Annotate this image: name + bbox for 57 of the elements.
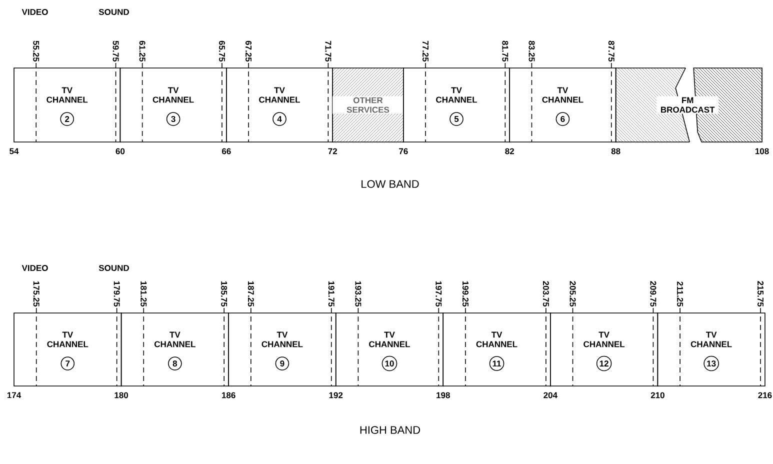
frequency-label: 83.25	[528, 40, 535, 62]
tick-label: 72	[328, 148, 337, 154]
tick-label: 192	[329, 392, 343, 398]
circled-number: 7	[60, 356, 75, 370]
frequency-label: 81.75	[502, 40, 508, 62]
circled-number: 13	[704, 356, 719, 372]
frequency-label: 211.25	[677, 281, 684, 307]
frequency-label: 185.75	[221, 280, 228, 307]
tick-label: 216	[758, 392, 772, 398]
signal-label: VIDEO	[22, 9, 48, 15]
circled-number: 2	[60, 112, 74, 126]
tick-label: 60	[116, 148, 125, 154]
tick-label: 88	[611, 148, 620, 154]
frequency-label: 71.75	[325, 40, 332, 62]
frequency-label: 199.25	[462, 280, 468, 307]
frequency-label: 181.25	[140, 280, 147, 307]
signal-label: SOUND	[98, 265, 129, 271]
frequency-label: 187.25	[248, 280, 254, 307]
frequency-label: 179.75	[114, 280, 120, 307]
signal-label: VIDEO	[22, 265, 48, 271]
circled-number: 5	[450, 112, 464, 126]
frequency-label: 67.25	[246, 40, 252, 62]
tick-label: 198	[436, 392, 450, 398]
circled-number: 12	[596, 356, 612, 372]
frequency-label: 205.25	[570, 280, 576, 307]
tick-label: 54	[10, 148, 19, 154]
circled-number: 6	[556, 112, 570, 126]
frequency-label: 61.25	[139, 40, 146, 62]
band-title: HIGH BAND	[360, 426, 420, 434]
tick-label: 210	[650, 392, 664, 398]
band-title: LOW BAND	[362, 180, 419, 188]
frequency-label: 87.75	[608, 40, 614, 62]
tick-label: 108	[755, 148, 769, 154]
tick-label: 82	[505, 148, 514, 154]
frequency-label: 197.75	[436, 280, 442, 307]
circled-number: 4	[272, 112, 286, 126]
frequency-label: 191.75	[328, 280, 334, 307]
frequency-label: 203.75	[542, 280, 549, 307]
frequency-label: 77.25	[422, 40, 429, 62]
frequency-label: 209.75	[650, 280, 656, 307]
frequency-label: 193.25	[355, 280, 362, 307]
circled-number: 11	[489, 356, 504, 371]
tick-label: 204	[544, 392, 558, 398]
hatched-box: FM BROADCAST	[656, 68, 762, 142]
tick-label: 180	[114, 392, 128, 398]
signal-label: SOUND	[98, 9, 129, 15]
tick-label: 174	[7, 392, 22, 398]
hatched-box: OTHER SERVICES	[332, 68, 404, 142]
frequency-label: 59.75	[112, 40, 119, 62]
circled-number: 10	[382, 356, 398, 372]
circled-number: 8	[168, 356, 182, 370]
tick-label: 66	[222, 148, 231, 154]
tick-label: 186	[222, 392, 236, 398]
circled-number: 9	[275, 356, 290, 370]
frequency-label: 65.75	[218, 40, 225, 62]
circled-number: 3	[166, 112, 180, 126]
tick-label: 76	[399, 148, 408, 154]
